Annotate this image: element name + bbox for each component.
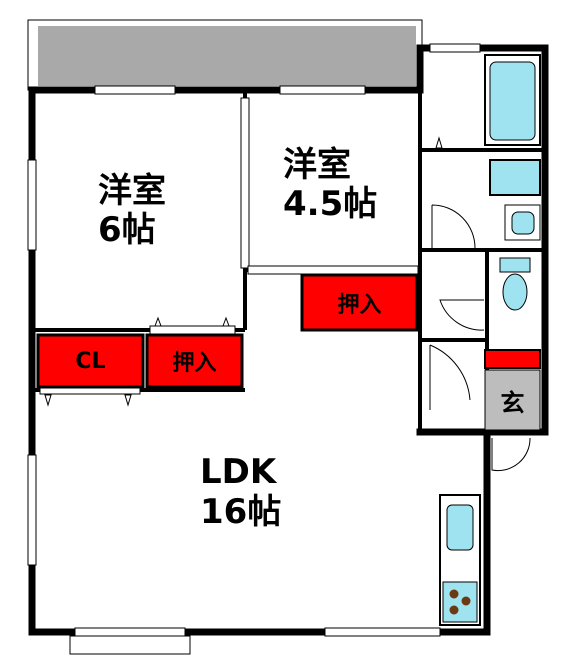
stove	[442, 581, 478, 623]
door-markers	[44, 136, 443, 407]
room-western-6-size: 6帖	[98, 210, 156, 250]
room-ldk-name: LDK	[200, 452, 277, 492]
room-ldk-size: 16帖	[200, 492, 282, 532]
room-western-6-name: 洋室	[98, 171, 166, 211]
stove-burners	[449, 589, 471, 615]
oshiire-right-label: 押入	[337, 292, 382, 318]
washbasin	[489, 159, 541, 196]
shoe-box	[484, 349, 541, 369]
oshiire-left-label: 押入	[172, 351, 217, 376]
kitchen-sink	[446, 504, 474, 551]
balcony-floor	[38, 26, 416, 86]
room-western-45-name: 洋室	[283, 145, 351, 185]
room-western-45-size: 4.5帖	[283, 184, 378, 224]
windows	[27, 43, 481, 655]
toilet	[499, 257, 531, 311]
closet-box	[36, 333, 145, 389]
closet-label: CL	[75, 348, 106, 374]
oshiire-left-box	[145, 333, 244, 389]
entrance-floor	[484, 369, 541, 431]
door-swings	[429, 204, 531, 472]
oshiire-right-box	[300, 273, 419, 332]
entrance-label: 玄	[500, 388, 525, 417]
